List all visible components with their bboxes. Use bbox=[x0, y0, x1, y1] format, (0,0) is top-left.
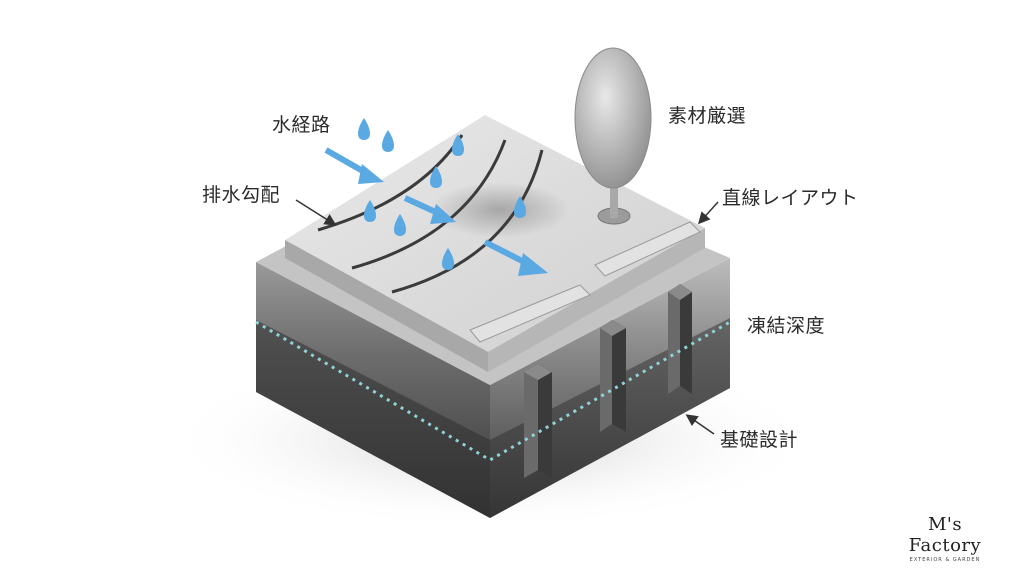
paving-slab-left-edge bbox=[285, 240, 488, 372]
slope-line-1 bbox=[317, 134, 464, 232]
label-foundation-design: 基礎設計 bbox=[720, 429, 799, 451]
tree-icon bbox=[574, 47, 652, 189]
droplet-icon bbox=[364, 200, 376, 222]
leader-layout bbox=[697, 201, 719, 225]
leader-drain bbox=[295, 199, 337, 226]
logo-sub-text: EXTERIOR & GARDEN bbox=[909, 557, 981, 563]
curb-front bbox=[469, 284, 591, 343]
droplet-icon bbox=[442, 248, 454, 270]
paving-slab-right-edge bbox=[488, 228, 705, 372]
droplet-icon bbox=[514, 196, 526, 218]
droplet-icon bbox=[382, 130, 394, 152]
brand-logo: M's Factory EXTERIOR & GARDEN bbox=[890, 514, 1000, 563]
label-frost-depth: 凍結深度 bbox=[747, 315, 826, 337]
droplet-icon bbox=[394, 214, 406, 236]
droplet-icon bbox=[452, 134, 464, 156]
foundation-post bbox=[600, 320, 626, 432]
droplet-icon bbox=[358, 118, 370, 140]
tree-shadow bbox=[430, 182, 570, 238]
water-arrow-1 bbox=[324, 147, 384, 184]
water-arrow-2 bbox=[403, 195, 456, 224]
logo-main-text: M's Factory bbox=[908, 514, 982, 556]
curb-right bbox=[594, 221, 701, 277]
slope-line-3 bbox=[391, 149, 544, 294]
water-arrow-3 bbox=[483, 239, 548, 276]
soil-layer-left bbox=[256, 320, 490, 518]
label-material-selection: 素材厳選 bbox=[668, 105, 747, 127]
label-water-path: 水経路 bbox=[272, 114, 331, 136]
foundation-post bbox=[668, 284, 692, 394]
foundation-post bbox=[524, 364, 552, 478]
label-straight-layout: 直線レイアウト bbox=[722, 187, 859, 209]
water-droplets bbox=[358, 118, 526, 270]
tree-trunk bbox=[610, 172, 618, 218]
foundation-posts bbox=[524, 284, 692, 478]
frost-depth-line bbox=[255, 320, 731, 462]
label-drainage-slope: 排水勾配 bbox=[202, 184, 281, 206]
leader-foundation bbox=[685, 414, 715, 435]
droplet-icon bbox=[430, 166, 442, 188]
